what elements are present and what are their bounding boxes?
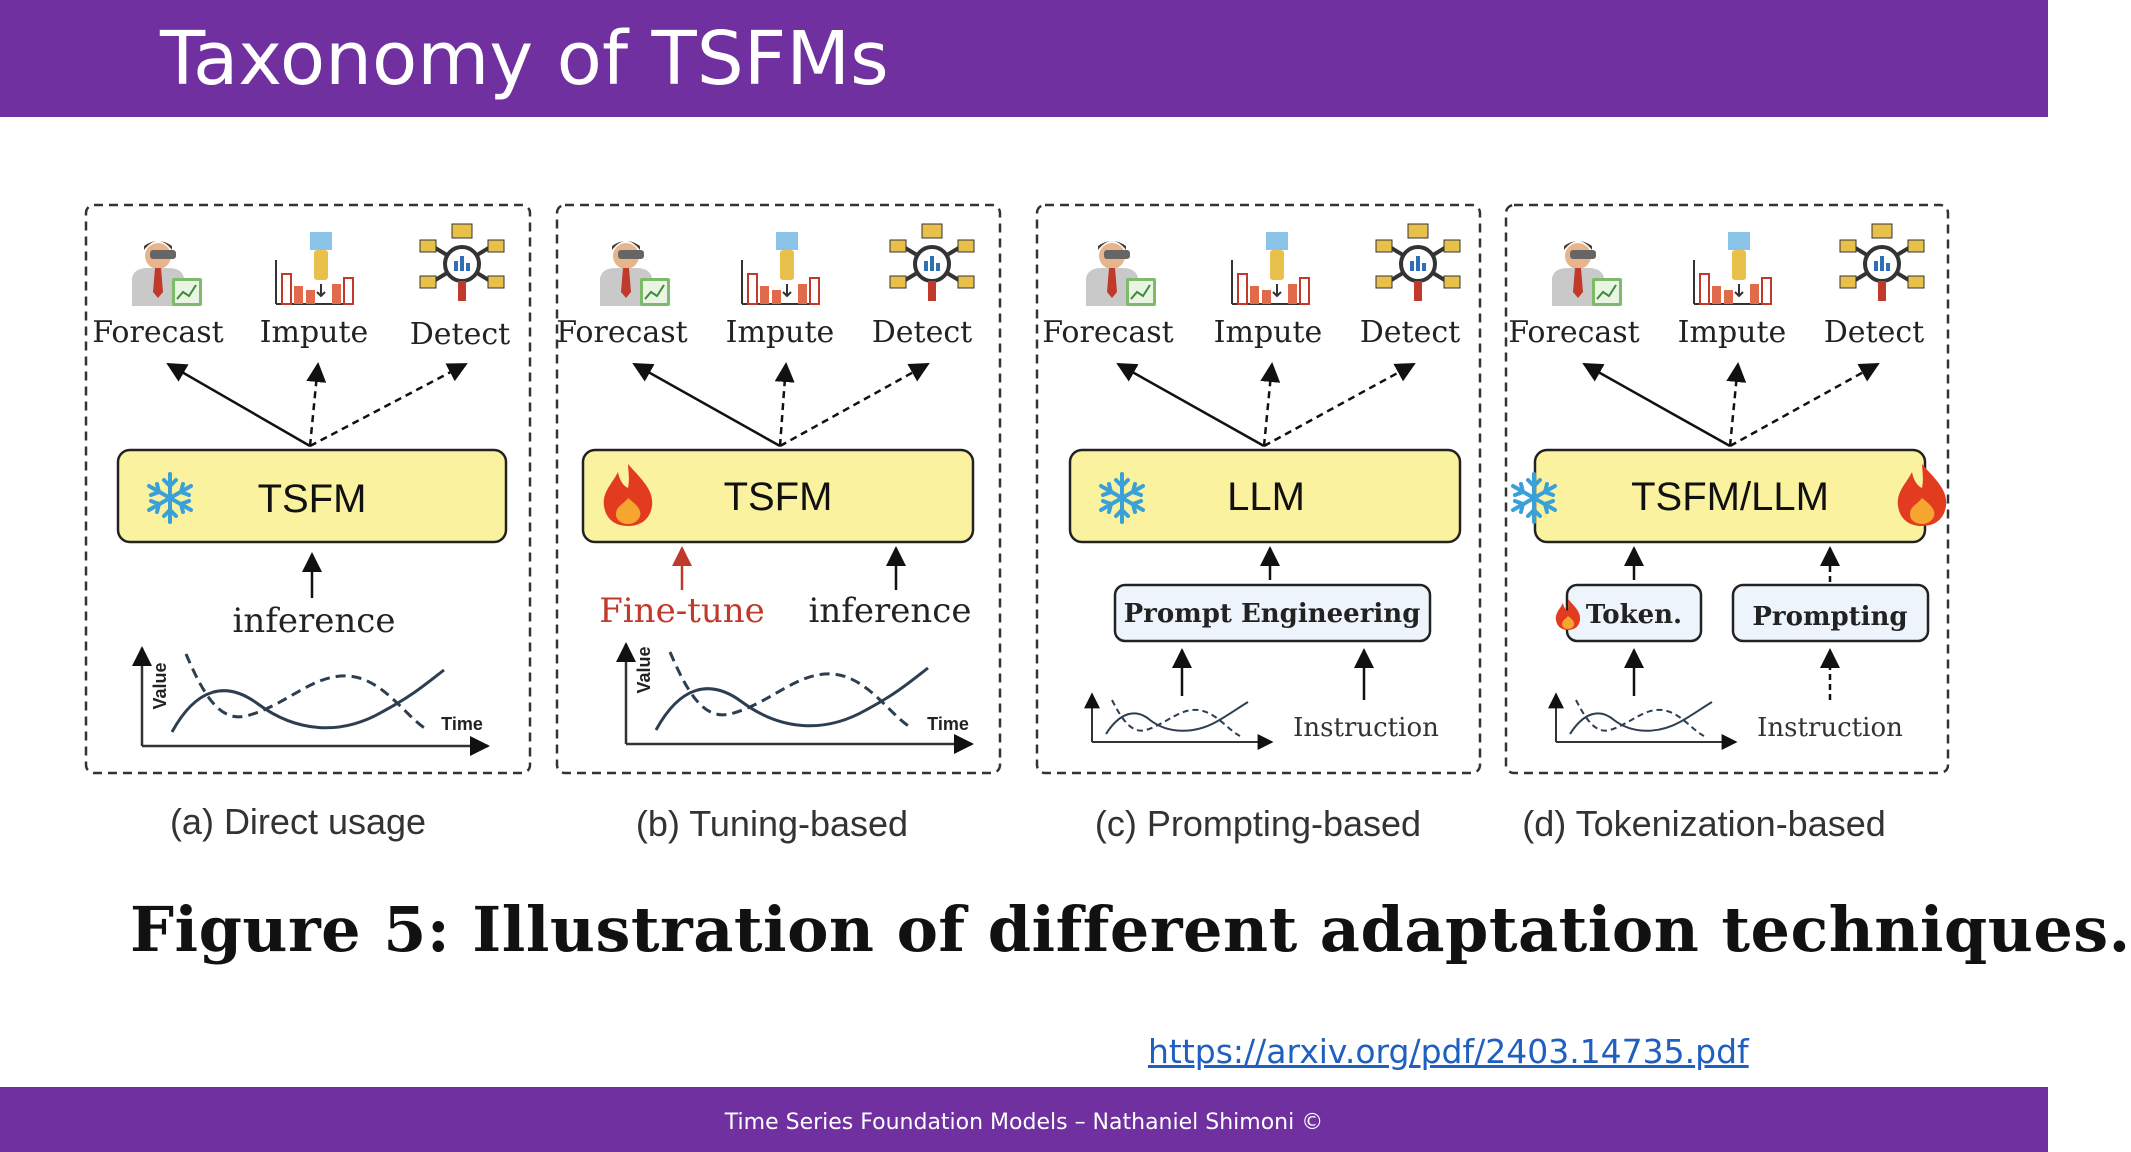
axis-label-time: Time: [441, 714, 483, 734]
input-label-instruction: Instruction: [1757, 713, 1903, 743]
input-label-inference: inference: [809, 591, 972, 631]
input-label-instruction: Instruction: [1293, 713, 1439, 743]
task-label-impute: Impute: [1678, 315, 1787, 350]
axis-label-value: Value: [150, 662, 170, 709]
paper-link[interactable]: https://arxiv.org/pdf/2403.14735.pdf: [1148, 1032, 1749, 1071]
task-label-forecast: Forecast: [556, 315, 687, 350]
axis-label-value: Value: [634, 646, 654, 693]
task-label-detect: Detect: [410, 317, 510, 352]
model-box: [116, 448, 508, 544]
panel-caption-c: (c) Prompting-based: [1095, 803, 1421, 844]
task-label-forecast: Forecast: [92, 315, 223, 350]
title-banner: [0, 0, 2048, 117]
task-label-impute: Impute: [260, 315, 369, 350]
figure-caption: Figure 5: Illustration of different adap…: [130, 893, 2131, 966]
footer-banner: [0, 1087, 2048, 1152]
input-label-fine-tune: Fine-tune: [599, 591, 765, 631]
prompt-engineering-box: [1113, 583, 1432, 643]
task-label-detect: Detect: [1824, 315, 1924, 350]
task-label-forecast: Forecast: [1508, 315, 1639, 350]
panel-c: Forecast Impute Detect LLM Prompt Engine…: [1035, 203, 1482, 844]
axis-label-time: Time: [927, 714, 969, 734]
task-label-impute: Impute: [726, 315, 835, 350]
model-label: LLM: [1227, 475, 1305, 519]
task-label-detect: Detect: [872, 315, 972, 350]
prompting-box: [1731, 583, 1930, 643]
model-label: TSFM: [724, 475, 833, 519]
model-label: TSFM/LLM: [1631, 475, 1829, 519]
task-label-impute: Impute: [1214, 315, 1323, 350]
input-label-prompting: Prompting: [1752, 602, 1907, 632]
panel-caption-a: (a) Direct usage: [170, 801, 426, 842]
panel-d: Forecast Impute Detect TSFM/LLM Token. P…: [1504, 203, 1950, 844]
adaptation-techniques-figure: Forecast Impute Detect TSFM inference Va…: [84, 203, 1950, 844]
panel-a: Forecast Impute Detect TSFM inference Va…: [84, 203, 532, 842]
panel-b: Forecast Impute Detect TSFM Fine-tune in…: [555, 203, 1002, 844]
input-label-inference: inference: [233, 601, 396, 641]
task-label-detect: Detect: [1360, 315, 1460, 350]
footer-text: Time Series Foundation Models – Nathanie…: [724, 1110, 1324, 1135]
model-box: [581, 448, 975, 544]
panel-caption-d: (d) Tokenization-based: [1522, 803, 1886, 844]
input-label-token: Token.: [1586, 600, 1682, 630]
model-label: TSFM: [258, 477, 367, 521]
model-box: [1068, 448, 1462, 544]
panel-caption-b: (b) Tuning-based: [636, 803, 908, 844]
input-label-prompt-engineering: Prompt Engineering: [1124, 599, 1421, 629]
slide-title: Taxonomy of TSFMs: [160, 16, 889, 102]
task-label-forecast: Forecast: [1042, 315, 1173, 350]
